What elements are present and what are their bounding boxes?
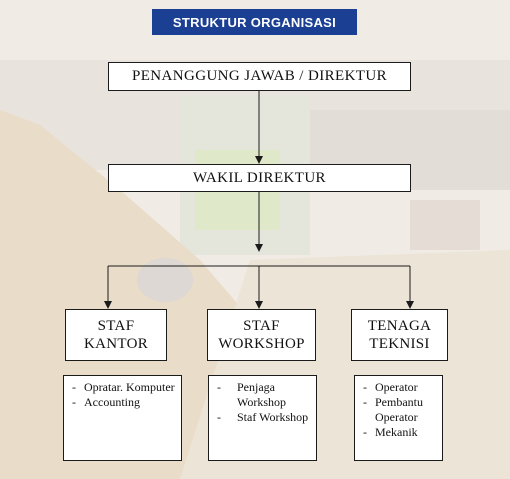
list-item: Penjaga Workshop — [215, 380, 310, 410]
unit-items-workshop-staff: Penjaga Workshop Staf Workshop — [208, 375, 317, 461]
unit-box-technicians: TENAGA TEKNISI — [351, 309, 448, 361]
unit-name-line2: TEKNISI — [369, 336, 430, 352]
unit-name-line2: WORKSHOP — [218, 336, 305, 352]
director-label: PENANGGUNG JAWAB / DIREKTUR — [131, 68, 387, 84]
unit-items-office-staff: Opratar. Komputer Accounting — [63, 375, 182, 461]
page-title: STRUKTUR ORGANISASI — [152, 9, 357, 35]
list-item: Accounting — [70, 395, 175, 410]
list-item: Staf Workshop — [215, 410, 310, 425]
unit-name-line2: KANTOR — [83, 336, 149, 352]
unit-box-office-staff: STAF KANTOR — [65, 309, 167, 361]
unit-items-technicians: Operator Pembantu Operator Mekanik — [354, 375, 443, 461]
director-box: PENANGGUNG JAWAB / DIREKTUR — [108, 62, 411, 91]
list-item: Opratar. Komputer — [70, 380, 175, 395]
unit-name-line1: STAF — [97, 318, 135, 334]
list-item: Operator — [361, 380, 436, 395]
unit-box-workshop-staff: STAF WORKSHOP — [207, 309, 316, 361]
list-item: Mekanik — [361, 425, 436, 440]
deputy-director-box: WAKIL DIREKTUR — [108, 164, 411, 192]
unit-name-line1: STAF — [243, 318, 280, 334]
list-item: Pembantu Operator — [361, 395, 436, 425]
unit-name-line1: TENAGA — [367, 318, 432, 334]
deputy-director-label: WAKIL DIREKTUR — [193, 169, 326, 186]
